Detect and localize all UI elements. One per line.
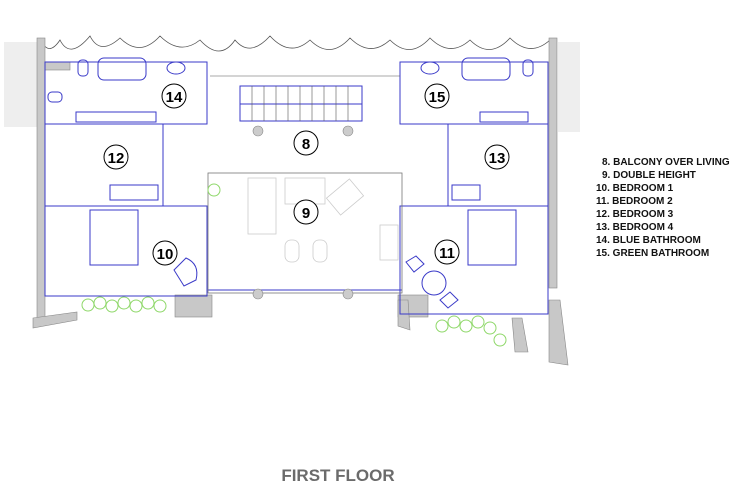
- room-marker-8: 8: [293, 130, 319, 156]
- legend-item: 8. BALCONY OVER LIVING: [602, 157, 730, 168]
- stair-treads: [210, 75, 400, 121]
- room-marker-13: 13: [484, 144, 510, 170]
- walls: [32, 37, 569, 366]
- legend-item: 12. BEDROOM 3: [596, 209, 674, 220]
- legend-item: 13. BEDROOM 4: [596, 222, 674, 233]
- legend-item: 14. BLUE BATHROOM: [596, 235, 701, 246]
- legend-item: 10. BEDROOM 1: [596, 183, 674, 194]
- room-marker-11: 11: [434, 239, 460, 265]
- svg-text:10: 10: [157, 246, 174, 263]
- interior-walls: [44, 57, 549, 315]
- ground-left: [4, 42, 38, 127]
- room-marker-15: 15: [424, 83, 450, 109]
- svg-text:15: 15: [429, 89, 446, 106]
- svg-text:13: 13: [489, 150, 506, 167]
- room-marker-14: 14: [161, 83, 187, 109]
- room-legend: 8. BALCONY OVER LIVING 9. DOUBLE HEIGHT …: [596, 156, 730, 260]
- rock-outline: [39, 35, 551, 52]
- room-marker-9: 9: [293, 199, 319, 225]
- svg-text:12: 12: [108, 150, 125, 167]
- ground-right: [558, 42, 580, 132]
- double-height-void: [207, 172, 403, 294]
- room-marker-12: 12: [103, 144, 129, 170]
- legend-item: 11. BEDROOM 2: [596, 196, 673, 207]
- plan-title: FIRST FLOOR: [281, 466, 395, 485]
- svg-text:11: 11: [439, 245, 455, 262]
- columns: [252, 125, 354, 300]
- planting: [81, 183, 507, 347]
- svg-text:14: 14: [166, 89, 183, 106]
- legend-item: 9. DOUBLE HEIGHT: [602, 170, 696, 181]
- legend-item: 15. GREEN BATHROOM: [596, 248, 710, 259]
- svg-text:8: 8: [302, 136, 310, 153]
- room-marker-10: 10: [152, 240, 178, 266]
- svg-text:9: 9: [302, 205, 310, 222]
- living-furniture-below: [247, 177, 399, 263]
